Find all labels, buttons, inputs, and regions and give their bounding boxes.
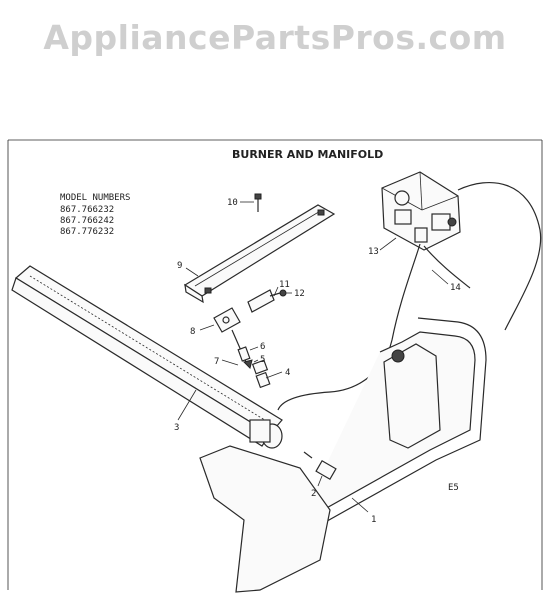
callout-7: 7 [214,357,219,367]
callout-13: 13 [368,247,379,257]
model-list: MODEL NUMBERS 867.766232 867.766242 867.… [60,193,130,237]
footer-code: E5 [448,483,459,493]
diagram-title: BURNER AND MANIFOLD [232,148,383,161]
burner-tube [11,265,283,449]
orifice [303,451,337,481]
callout-14: 14 [450,283,461,293]
leader-lines [177,201,449,513]
gas-tube-return [423,245,471,289]
model-number: 867.766232 [60,205,114,215]
model-header: MODEL NUMBERS [60,193,130,203]
callout-12: 12 [294,289,305,299]
callout-8: 8 [190,327,195,337]
callout-4: 4 [285,368,290,378]
callout-1: 1 [371,515,376,525]
callout-6: 6 [260,342,265,352]
gas-valve [381,171,461,251]
burner-shield [183,204,336,304]
pilot-assembly [231,329,271,389]
callout-11: 11 [279,280,290,290]
callout-2: 2 [311,489,316,499]
callout-3: 3 [174,423,179,433]
screw [254,193,262,212]
pilot-bracket [247,289,287,313]
callout-10: 10 [227,198,238,208]
model-number: 867.766242 [60,216,114,226]
model-number: 867.776232 [60,227,114,237]
callouts: 1 2 3 4 5 6 7 8 9 10 11 12 13 14 E5 [174,198,461,525]
thermocouple-bracket [213,307,241,333]
watermark-text: AppliancePartsPros.com [43,18,507,57]
callout-5: 5 [260,355,265,365]
supply-line [457,181,542,331]
mounting-plate [199,445,331,593]
callout-9: 9 [177,261,182,271]
